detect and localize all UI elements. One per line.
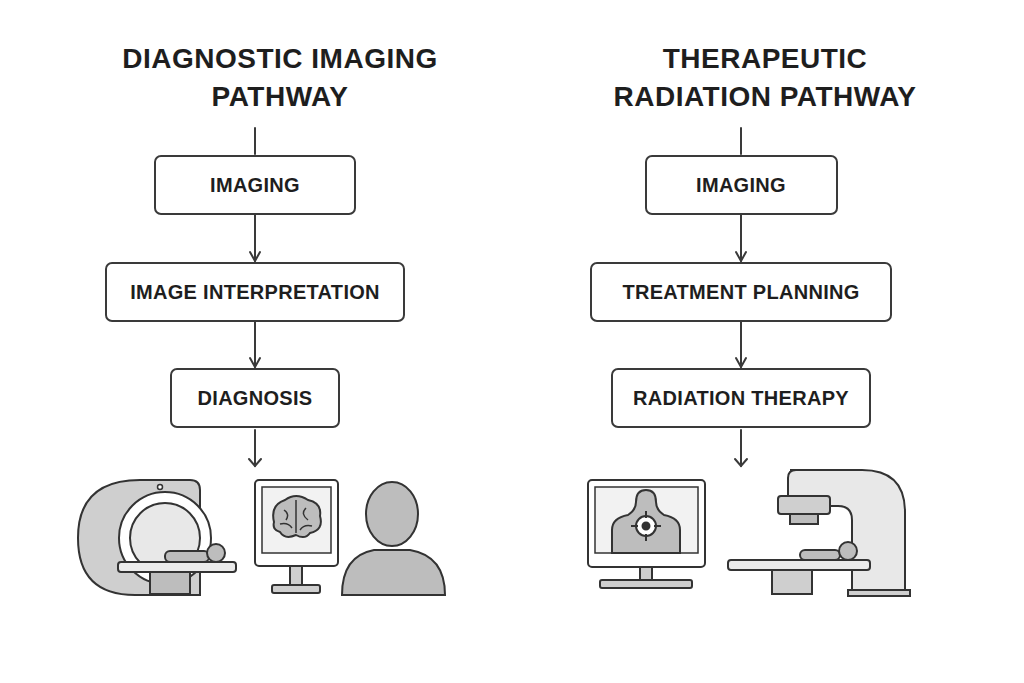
connector-line xyxy=(740,430,742,466)
flow-arrow xyxy=(254,215,256,261)
pathway-title: THERAPEUTIC RADIATION PATHWAY xyxy=(585,40,945,116)
box-label: IMAGING xyxy=(696,174,786,197)
flow-arrow xyxy=(740,322,742,367)
box-label: IMAGE INTERPRETATION xyxy=(130,281,380,304)
flow-arrow xyxy=(254,322,256,367)
box-label: RADIATION THERAPY xyxy=(633,387,849,410)
arrow-head xyxy=(735,459,747,466)
pathway-title: DIAGNOSTIC IMAGING PATHWAY xyxy=(115,40,445,116)
box-label: TREATMENT PLANNING xyxy=(622,281,859,304)
process-box: IMAGING xyxy=(645,155,838,215)
flow-arrow xyxy=(740,215,742,261)
box-label: IMAGING xyxy=(210,174,300,197)
process-box: TREATMENT PLANNING xyxy=(590,262,892,322)
connector-line xyxy=(254,128,256,154)
monitor-brain xyxy=(255,480,338,593)
process-box: IMAGE INTERPRETATION xyxy=(105,262,405,322)
process-box: IMAGING xyxy=(154,155,356,215)
person-silhouette xyxy=(342,482,445,595)
mri-scanner xyxy=(78,480,236,595)
arrow-head xyxy=(249,459,261,466)
connector-line xyxy=(254,430,256,466)
linear-accelerator xyxy=(728,470,910,596)
connector-line xyxy=(740,128,742,154)
box-label: DIAGNOSIS xyxy=(198,387,313,410)
process-box: DIAGNOSIS xyxy=(170,368,340,428)
planning-monitor xyxy=(588,480,705,588)
process-box: RADIATION THERAPY xyxy=(611,368,871,428)
